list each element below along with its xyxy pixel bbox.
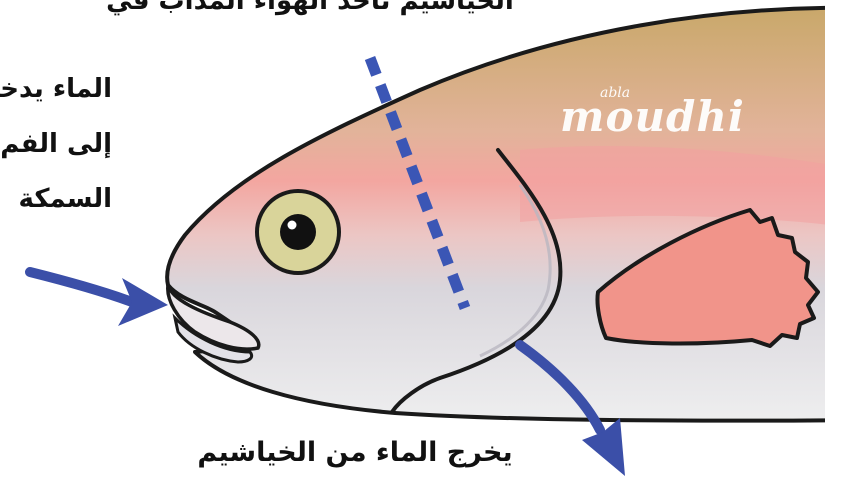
left-caption-line-2: إلى الفم [0,117,112,172]
left-caption-line-3: السمكة [0,172,112,227]
left-caption-line-1: الماء يدخل [0,62,112,117]
eye-pupil [280,214,316,250]
eye-highlight [288,221,297,230]
water-in-arrow-icon [30,272,132,302]
watermark-logo: moudhi [560,92,745,141]
left-caption: الماء يدخل إلى الفم السمكة [0,62,112,227]
top-caption: الخياشيم تأخذ الهواء المذاب في [0,0,620,16]
bottom-caption: يخرج الماء من الخياشيم [170,437,540,468]
